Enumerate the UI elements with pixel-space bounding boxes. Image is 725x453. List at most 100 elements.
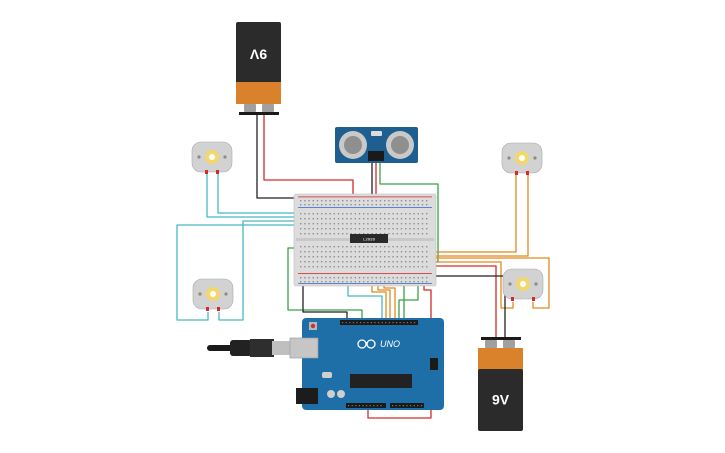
arduino-header-pin[interactable]	[378, 322, 380, 324]
arduino-header-pin[interactable]	[362, 405, 364, 407]
arduino-header-pin[interactable]	[367, 322, 369, 324]
battery-top[interactable]: 9V	[236, 22, 281, 115]
arduino-header-pin[interactable]	[366, 405, 368, 407]
breadboard-hole	[371, 228, 373, 230]
breadboard-hole	[358, 204, 361, 206]
wire-motor-mr-orange-2[interactable]	[378, 257, 550, 309]
breadboard-hole	[413, 218, 415, 220]
breadboard-hole	[333, 204, 335, 206]
arduino-header-pin[interactable]	[373, 405, 375, 407]
breadboard-hole	[350, 233, 352, 235]
arduino-header-pin[interactable]	[417, 405, 419, 407]
usb-cable[interactable]	[207, 339, 292, 357]
sensor-transducer-right-inner	[391, 136, 409, 154]
arduino-header-pin[interactable]	[352, 322, 354, 324]
breadboard-hole	[329, 277, 331, 279]
arduino-header-pin[interactable]	[406, 322, 408, 324]
arduino-header-pin[interactable]	[351, 405, 353, 407]
breadboard-hole	[384, 266, 386, 268]
dc-motor-bottom-left[interactable]	[192, 278, 234, 311]
breadboard-hole	[384, 256, 386, 258]
arduino-header-pin[interactable]	[402, 405, 404, 407]
breadboard-hole	[400, 218, 403, 220]
arduino-header-pin[interactable]	[356, 322, 358, 324]
arduino-header-pin[interactable]	[370, 322, 372, 324]
breadboard-hole	[421, 233, 424, 235]
arduino-header-pin[interactable]	[406, 405, 408, 407]
arduino-header-pin[interactable]	[360, 322, 362, 324]
arduino-header-pin[interactable]	[399, 405, 401, 407]
breadboard-hole	[304, 277, 306, 279]
arduino-header-pin[interactable]	[374, 322, 376, 324]
breadboard-hole	[426, 204, 428, 206]
wire-motor-bl-teal-2[interactable]	[218, 220, 354, 321]
breadboard-hole	[405, 204, 407, 206]
breadboard-hole	[409, 218, 411, 220]
arduino-header-pin[interactable]	[396, 322, 398, 324]
breadboard-hole	[417, 261, 419, 263]
breadboard-hole	[409, 223, 411, 225]
breadboard-hole	[337, 213, 340, 215]
breadboard-hole	[379, 277, 382, 279]
arduino-header-pin[interactable]	[395, 405, 397, 407]
dc-motor-top-left[interactable]	[191, 141, 233, 174]
breadboard-hole	[304, 281, 306, 283]
wire-arduino-green-2[interactable]	[398, 284, 419, 320]
arduino-header-pin[interactable]	[392, 405, 394, 407]
ultrasonic-sensor[interactable]	[335, 127, 418, 163]
breadboard-hole	[333, 261, 335, 263]
arduino-header-pin[interactable]	[420, 405, 422, 407]
arduino-uno[interactable]: UNO	[289, 318, 444, 410]
arduino-header-pin[interactable]	[388, 322, 390, 324]
dc-motor-middle-right[interactable]	[502, 268, 544, 301]
breadboard-hole	[350, 251, 352, 253]
breadboard-hole	[346, 228, 348, 230]
arduino-header-pin[interactable]	[376, 405, 378, 407]
battery-bottom[interactable]: 9V	[478, 337, 523, 431]
arduino-header-pin[interactable]	[414, 322, 416, 324]
arduino-header-pin[interactable]	[348, 405, 350, 407]
arduino-header-pin[interactable]	[403, 322, 405, 324]
arduino-header-pin[interactable]	[410, 405, 412, 407]
arduino-header-pin[interactable]	[358, 405, 360, 407]
breadboard-hole	[300, 281, 302, 283]
breadboard-hole	[417, 266, 419, 268]
motor-driver-chip[interactable]: L293D	[350, 234, 388, 243]
arduino-header-pin[interactable]	[410, 322, 412, 324]
breadboard-hole	[392, 213, 394, 215]
sensor-crystal	[371, 131, 382, 136]
dc-motor-top-right[interactable]	[501, 142, 543, 175]
breadboard-hole	[337, 218, 340, 220]
wire-motor-bl-teal-1[interactable]	[176, 224, 383, 322]
breadboard-hole	[312, 223, 314, 225]
arduino-header-pin[interactable]	[345, 322, 347, 324]
arduino-header-pin[interactable]	[369, 405, 371, 407]
breadboard-hole	[354, 251, 356, 253]
wire-motor-mr-orange-1[interactable]	[378, 261, 514, 309]
arduino-header-pin[interactable]	[385, 322, 387, 324]
breadboard-hole	[337, 256, 340, 258]
breadboard-hole	[308, 204, 310, 206]
breadboard-hole	[312, 266, 314, 268]
arduino-header-pin[interactable]	[413, 405, 415, 407]
arduino-header-pin[interactable]	[355, 405, 357, 407]
breadboard-hole	[371, 218, 373, 220]
arduino-header-pin[interactable]	[392, 322, 394, 324]
breadboard-hole	[384, 200, 386, 202]
arduino-header-pin[interactable]	[349, 322, 351, 324]
arduino-header-pin[interactable]	[399, 322, 401, 324]
arduino-header-pin[interactable]	[381, 322, 383, 324]
arduino-header-pin[interactable]	[380, 405, 382, 407]
breadboard-hole	[375, 200, 377, 202]
breadboard-hole	[316, 233, 319, 235]
breadboard-hole	[329, 218, 331, 220]
breadboard-hole	[312, 213, 314, 215]
motor-bottom-left-screw-left	[198, 292, 202, 296]
arduino-header-pin[interactable]	[342, 322, 344, 324]
arduino-header-pin[interactable]	[363, 322, 365, 324]
breadboard-holes	[300, 200, 428, 283]
breadboard-hole	[417, 256, 419, 258]
breadboard-hole	[316, 281, 319, 283]
battery-bottom-orange-body	[478, 348, 523, 370]
breadboard-hole	[375, 246, 377, 248]
